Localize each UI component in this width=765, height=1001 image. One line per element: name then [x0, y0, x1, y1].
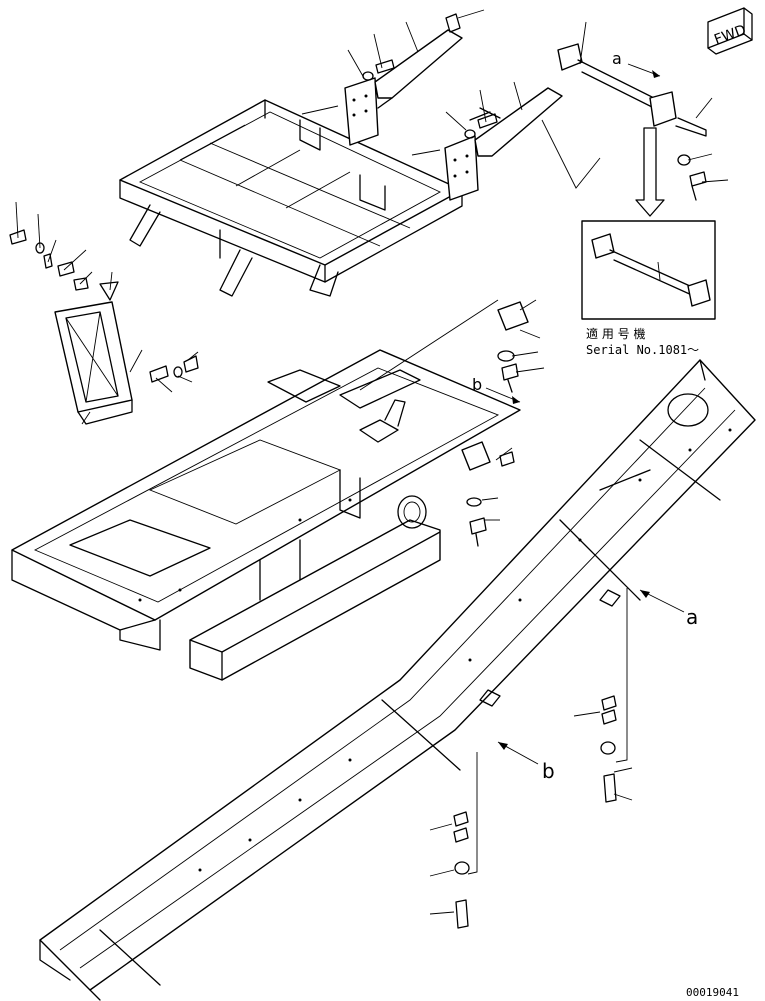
inset-serial-number: Serial No.1081～: [586, 343, 699, 357]
inset-serial-label-jp: 適 用 号 機: [586, 326, 645, 341]
small-bolts-top: [362, 59, 498, 139]
callout-b-lower: b: [542, 759, 555, 783]
fwd-arrow-icon: FWD: [707, 7, 753, 55]
main-long-frame: [39, 359, 756, 1001]
fwd-label: FWD: [712, 22, 748, 48]
left-hardware: [9, 229, 119, 301]
drawing-number: 00019041: [686, 986, 739, 999]
right-arm-bracket: [444, 87, 563, 201]
leader-lines: [15, 9, 729, 915]
callout-a-lower: a: [686, 605, 698, 629]
down-arrow-icon: [635, 127, 665, 217]
upper-frame: [119, 99, 463, 297]
inset-box: [581, 220, 716, 320]
hardware-stack-a: [600, 695, 617, 803]
stay-bar-a: [557, 43, 707, 201]
callout-b-top: b: [472, 375, 482, 394]
lower-track-frame: [11, 349, 521, 681]
left-arm-bracket: [344, 13, 463, 146]
callout-a-top: a: [612, 49, 622, 68]
hardware-stack-b: [453, 811, 470, 929]
stay-frame-left: [54, 301, 199, 425]
bracket-b-hardware: [461, 301, 529, 547]
